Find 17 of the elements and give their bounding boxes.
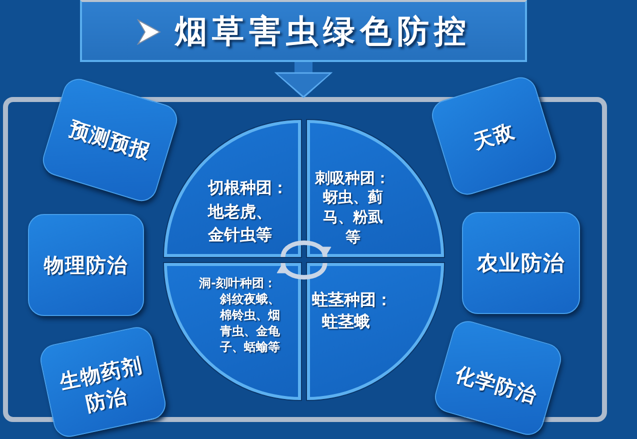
group-list: 蚜虫、蓟马、粉虱等 (322, 187, 384, 247)
group-heading: 刺吸种团： (315, 168, 390, 188)
quadrant-box (164, 120, 301, 257)
group-list: 蛀茎蛾 (322, 312, 412, 332)
curved-arrow (280, 240, 330, 258)
title-text: 烟草害虫绿色防控 (175, 11, 471, 51)
group-list: 地老虎、金针虫等 (208, 200, 274, 246)
quadrant-box (164, 263, 301, 400)
title-box (80, 0, 527, 62)
group-list: 斜纹夜蛾、棉铃虫、烟青虫、金龟子、蛞蝓等 (219, 291, 281, 355)
group-heading: 切根种团： (208, 177, 288, 199)
rounded-box: 农业防治 (462, 212, 580, 314)
block-arrow (274, 62, 332, 98)
group-heading: 洞-刻叶种团： (199, 275, 276, 291)
curved-arrow (278, 262, 328, 280)
rounded-box: 物理防治 (28, 214, 144, 316)
group-heading: 蛀茎种团： (312, 290, 392, 310)
